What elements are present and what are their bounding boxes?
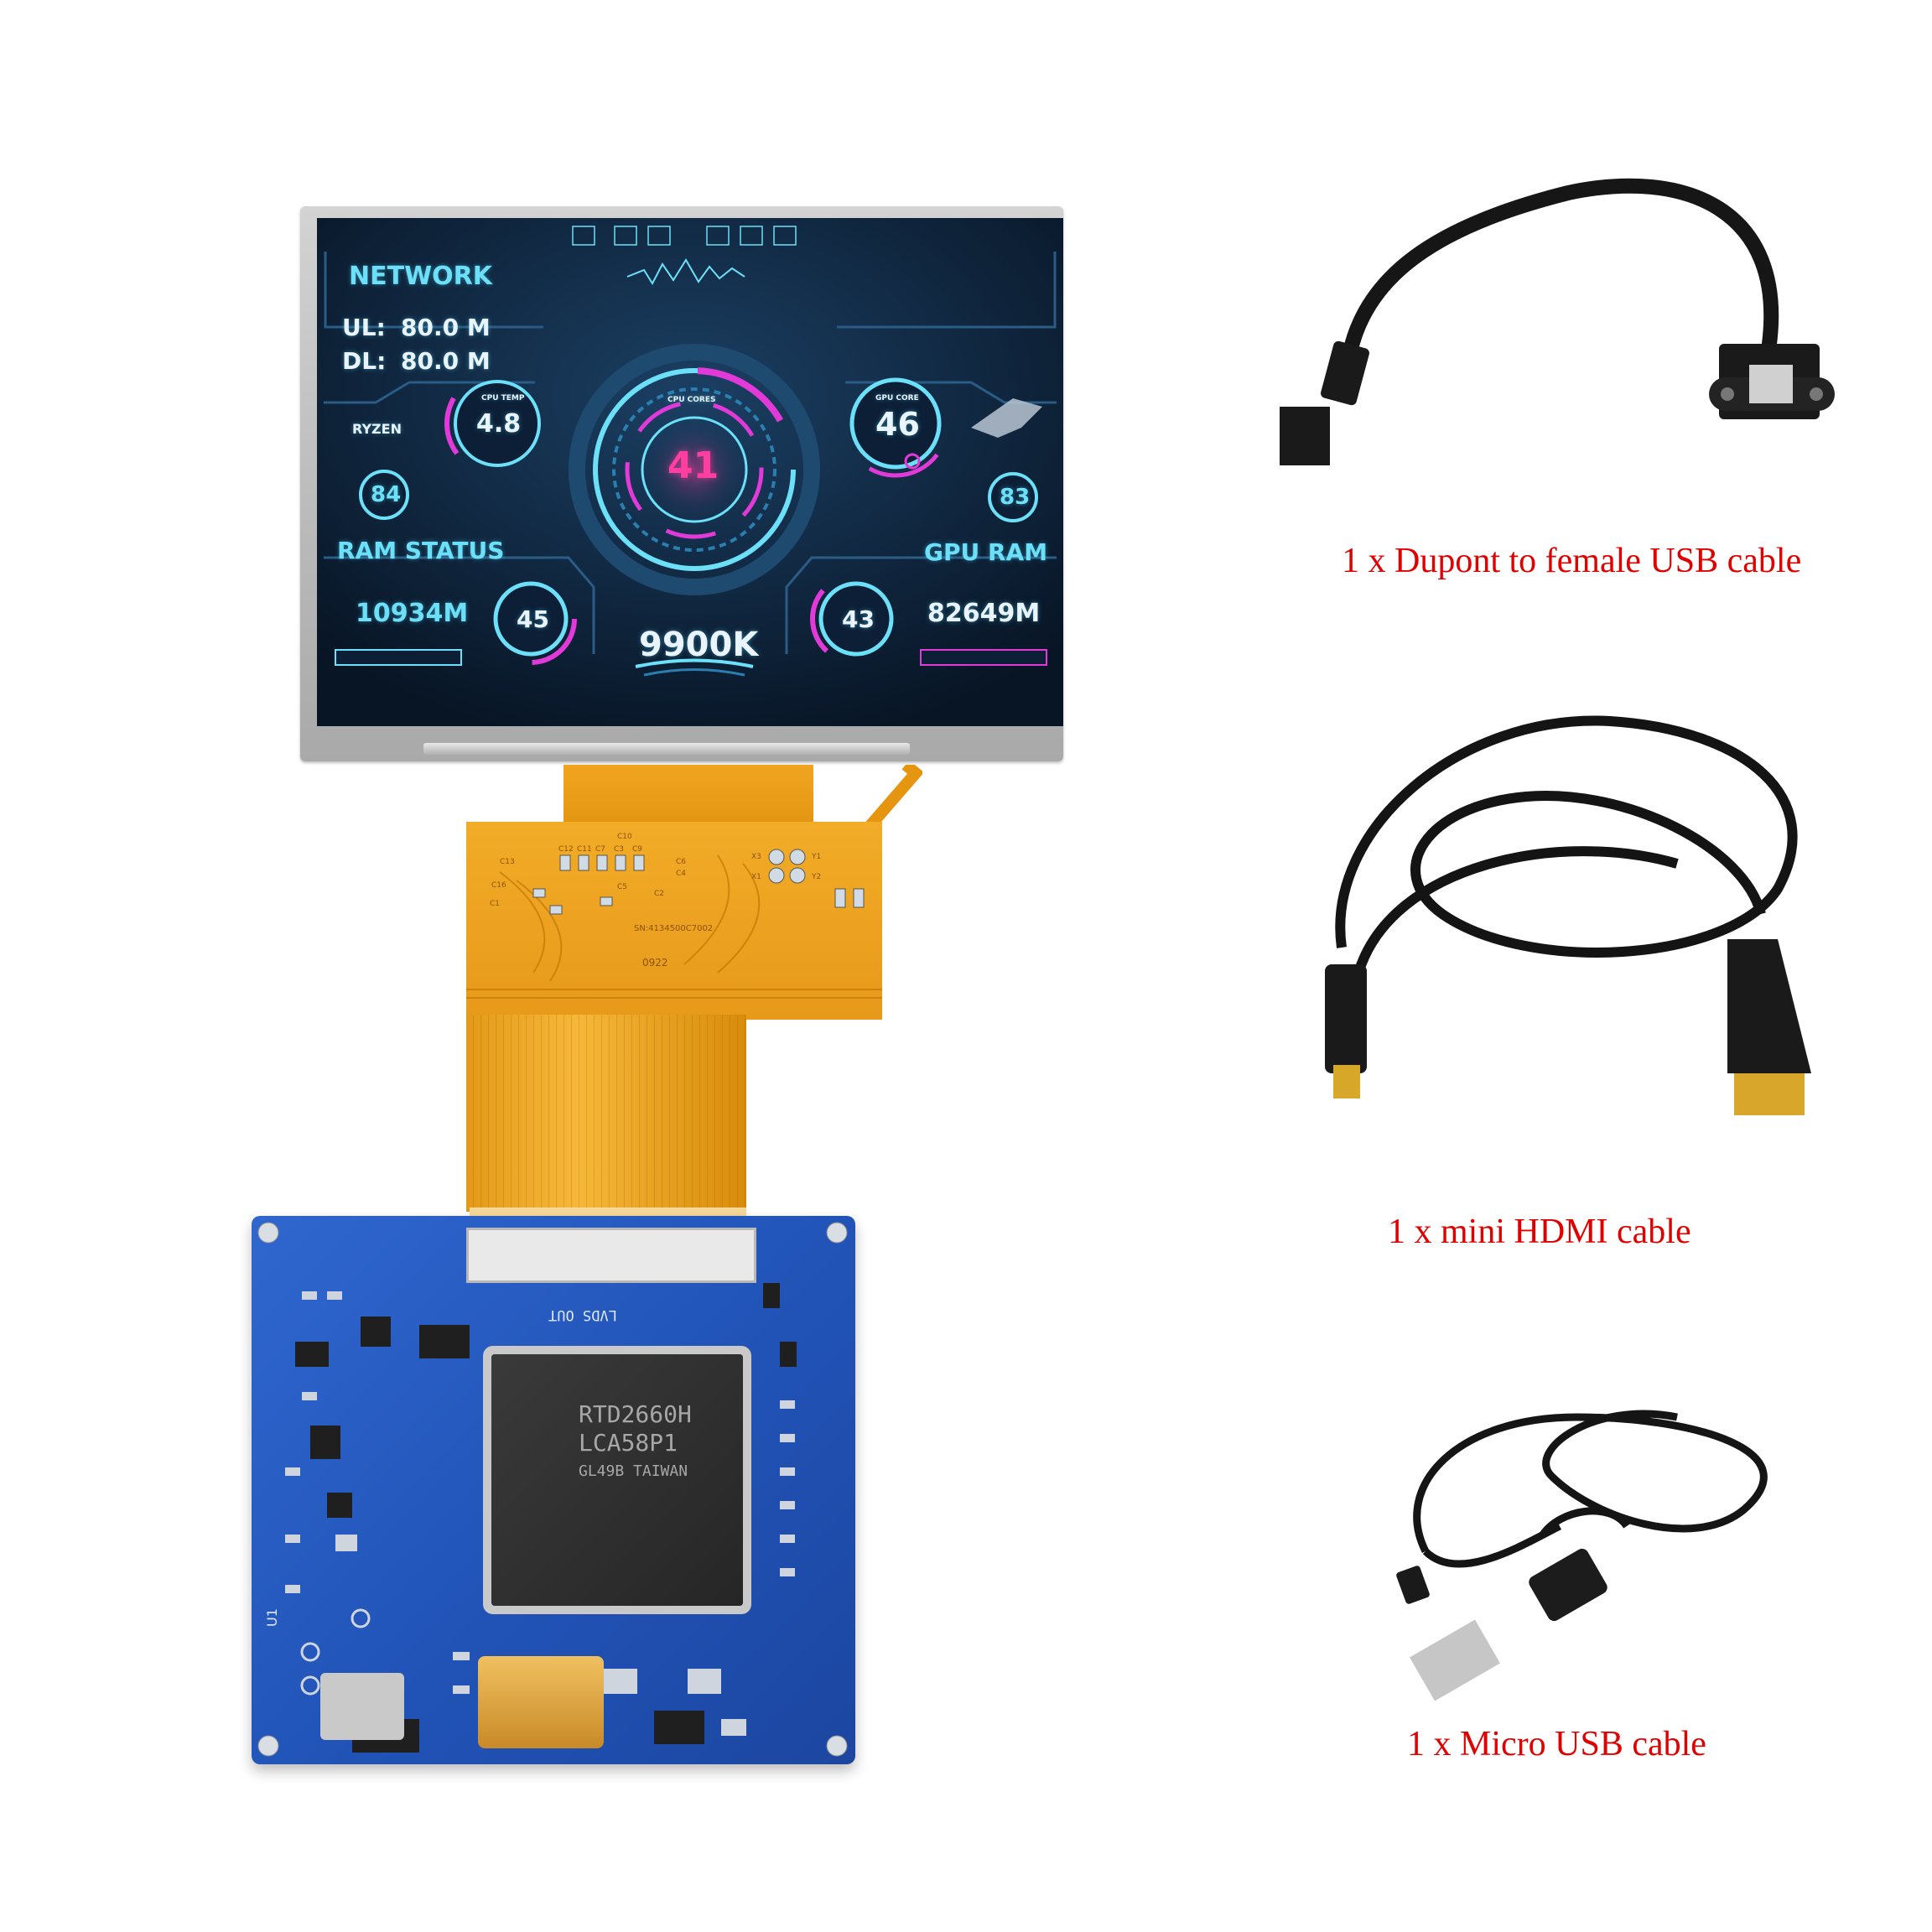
dl-value: 80.0 M [401,347,491,375]
gpu-ram-bar [920,649,1047,666]
ram-status-label: RAM STATUS [337,537,505,564]
ul-label: UL: [342,314,386,341]
caption-mini-hdmi-cable: 1 x mini HDMI cable [1388,1213,1691,1251]
hdmi-plug [1727,939,1811,1073]
flex-label: X1 [751,873,761,881]
cpu-left-value: 84 [371,482,402,507]
ul-value: 80.0 M [401,314,491,341]
flex-label: C12 [558,845,574,854]
mini-hdmi-plug [1325,964,1367,1073]
flex-label: C13 [500,858,515,866]
flex-traces: C12 C11 C7 C3 C9 C10 C16 C6 C4 C5 C2 C1 … [466,833,882,999]
dupont-header [1280,407,1330,465]
flex-cable-top [564,765,813,827]
flex-label: C4 [676,870,686,878]
ryzen-logo: RYZEN [352,421,402,437]
cpu-temp-label: CPU TEMP [481,394,525,402]
gpu-ram-label: GPU RAM [924,538,1048,566]
lvds-out-label: LVDS OUT [548,1306,617,1323]
lcd-bottom-lip [423,743,910,755]
flex-label: C3 [614,845,624,854]
chip-line-3: GL49B TAIWAN [579,1462,688,1480]
lcd-screen: NETWORK UL: 80.0 M DL: 80.0 M RYZEN CPU … [317,218,1063,726]
fpc-connector [466,1228,756,1283]
flex-label: C1 [490,900,500,908]
cpu-temp-value: 4.8 [476,409,522,439]
mini-hdmi-cable [1325,715,1811,1115]
flex-label: Y1 [811,853,821,861]
cpu-center-value: 41 [667,444,719,487]
flex-label: Y2 [811,873,821,881]
flex-cable-narrow [466,1015,746,1212]
dupont-usb-cable [1280,178,1835,465]
ram-gauge-value: 45 [517,605,549,633]
micro-usb-port [320,1673,404,1740]
cpu-core-label: CPU CORES [667,396,716,404]
controller-chip [491,1354,743,1606]
flex-cable-wide [466,822,882,1020]
micro-usb-cable [1396,1410,1768,1701]
pcb-silk-label: U1 [264,1608,280,1627]
mini-hdmi-port [478,1656,604,1748]
flex-label: C11 [577,845,592,854]
gpu-ram-value: 82649M [927,599,1041,628]
network-title: NETWORK [349,262,493,291]
chip-line-1: RTD2660H [579,1400,692,1428]
dupont-connector [1321,340,1369,406]
ram-bar [335,649,462,666]
flex-label: C7 [595,845,605,854]
flex-part-number: SN:4134500C7002 [634,924,713,933]
gpu-core-value: 46 [875,406,920,443]
flex-label: C6 [676,858,686,866]
flex-label: X3 [751,853,761,861]
top-indicator-boxes [572,226,797,246]
flex-label: C2 [654,890,664,898]
cpu-model: 9900K [639,626,759,664]
flex-label: C10 [617,833,632,841]
flex-cable-stripes [466,1015,746,1212]
usb-a-plug [1410,1619,1500,1701]
controller-chip-marking: RTD2660H LCA58P1 GL49B TAIWAN [579,1400,692,1486]
chip-line-2: LCA58P1 [579,1429,678,1457]
hud-graphics [317,218,1063,726]
gpu-right-value: 83 [1000,485,1031,510]
micro-usb-plug [1396,1566,1430,1604]
gpu-ram-gauge-value: 43 [842,605,875,633]
rog-logo [971,398,1042,438]
ram-value: 10934M [356,599,469,628]
flex-label: C9 [632,845,642,854]
flex-label: C5 [617,883,627,891]
flex-label: C16 [491,881,506,890]
gpu-core-label: GPU CORE [875,394,919,402]
flex-code: 0922 [642,957,668,969]
caption-micro-usb-cable: 1 x Micro USB cable [1407,1725,1706,1763]
dl-label: DL: [342,347,387,375]
caption-dupont-usb-cable: 1 x Dupont to female USB cable [1342,542,1802,580]
